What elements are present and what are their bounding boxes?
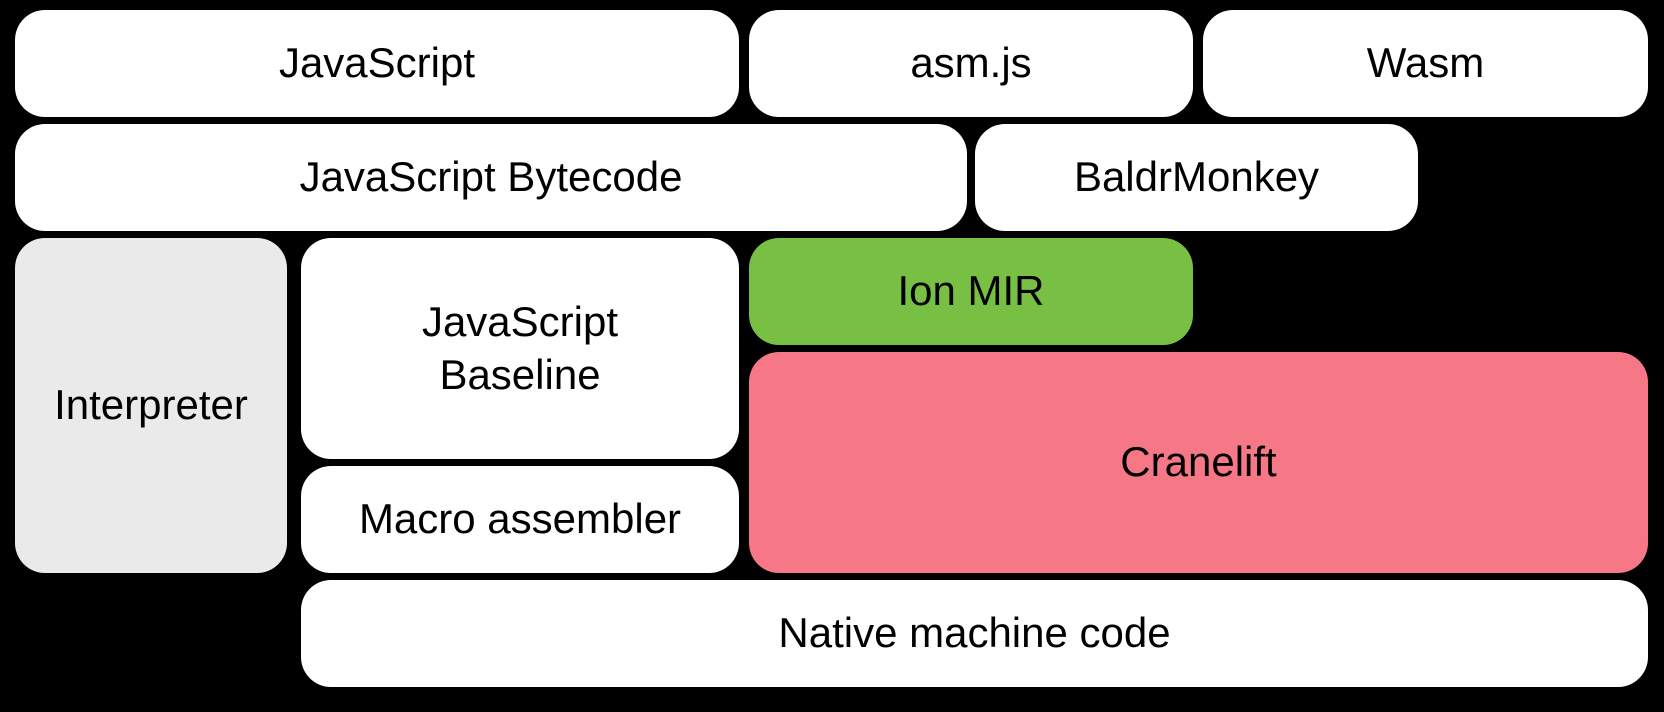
wasm-label: Wasm [1366, 39, 1485, 87]
macro-assembler-box: Macro assembler [301, 466, 739, 573]
asmjs-box: asm.js [749, 10, 1193, 117]
javascript-box: JavaScript [15, 10, 739, 117]
javascript-bytecode-box: JavaScript Bytecode [15, 124, 967, 231]
native-machine-code-label: Native machine code [778, 609, 1171, 657]
wasm-box: Wasm [1203, 10, 1648, 117]
ion-mir-label: Ion MIR [897, 267, 1045, 315]
interpreter-label: Interpreter [54, 381, 248, 429]
macro-assembler-label: Macro assembler [358, 495, 682, 543]
asmjs-label: asm.js [910, 39, 1032, 87]
javascript-baseline-box: JavaScript Baseline [301, 238, 739, 459]
ion-mir-box: Ion MIR [749, 238, 1193, 345]
cranelift-box: Cranelift [749, 352, 1648, 573]
cranelift-label: Cranelift [1120, 438, 1277, 486]
baldrmonkey-box: BaldrMonkey [975, 124, 1418, 231]
baldrmonkey-label: BaldrMonkey [1073, 153, 1320, 201]
interpreter-box: Interpreter [15, 238, 287, 573]
native-machine-code-box: Native machine code [301, 580, 1648, 687]
javascript-baseline-label: JavaScript Baseline [421, 298, 619, 398]
javascript-bytecode-label: JavaScript Bytecode [299, 153, 683, 201]
javascript-label: JavaScript [278, 39, 476, 87]
